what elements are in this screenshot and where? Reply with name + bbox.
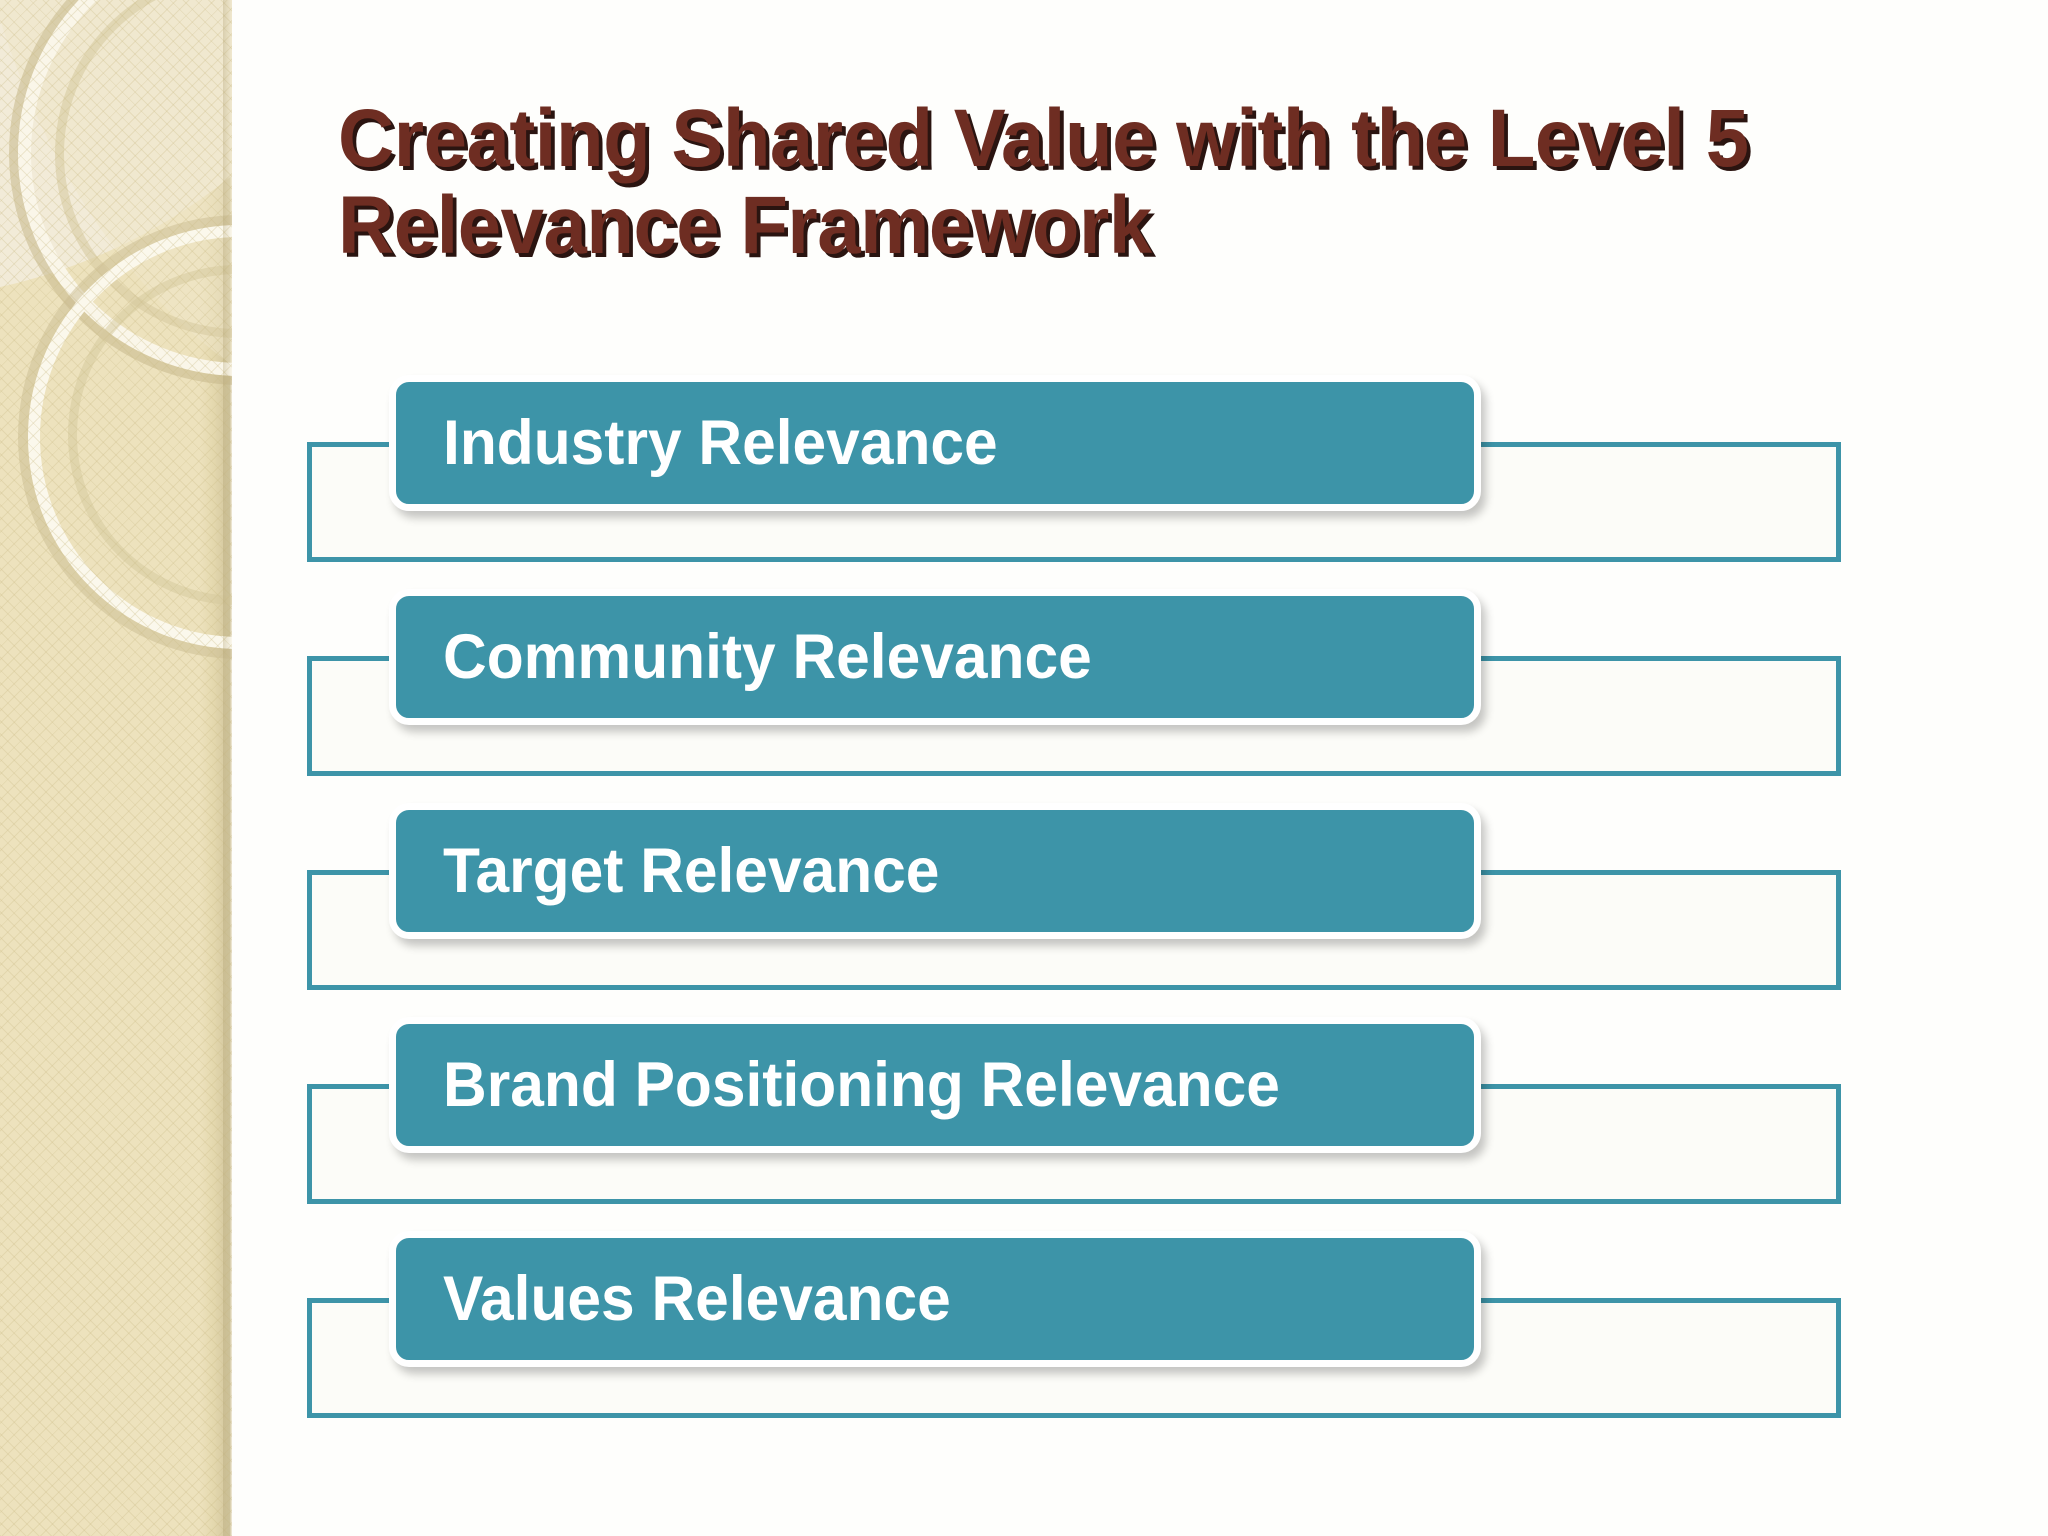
framework-row-label: Community Relevance [443, 621, 1092, 692]
page-title: Creating Shared Value with the Level 5 R… [338, 93, 1770, 271]
framework-row-label: Brand Positioning Relevance [443, 1049, 1280, 1120]
framework-row-pill[interactable]: Target Relevance [389, 803, 1481, 939]
framework-row-industry-relevance[interactable]: Industry Relevance [0, 375, 2048, 589]
framework-row-target-relevance[interactable]: Target Relevance [0, 803, 2048, 1017]
framework-row-brand-positioning-relevance[interactable]: Brand Positioning Relevance [0, 1017, 2048, 1231]
framework-row-pill[interactable]: Industry Relevance [389, 375, 1481, 511]
framework-row-pill[interactable]: Brand Positioning Relevance [389, 1017, 1481, 1153]
framework-row-label: Values Relevance [443, 1263, 951, 1334]
framework-row-values-relevance[interactable]: Values Relevance [0, 1231, 2048, 1445]
framework-row-label: Target Relevance [443, 835, 940, 906]
framework-row-community-relevance[interactable]: Community Relevance [0, 589, 2048, 803]
framework-row-pill[interactable]: Community Relevance [389, 589, 1481, 725]
framework-row-label: Industry Relevance [443, 407, 998, 478]
framework-row-pill[interactable]: Values Relevance [389, 1231, 1481, 1367]
sidebar-edge-shadow [223, 0, 232, 1536]
